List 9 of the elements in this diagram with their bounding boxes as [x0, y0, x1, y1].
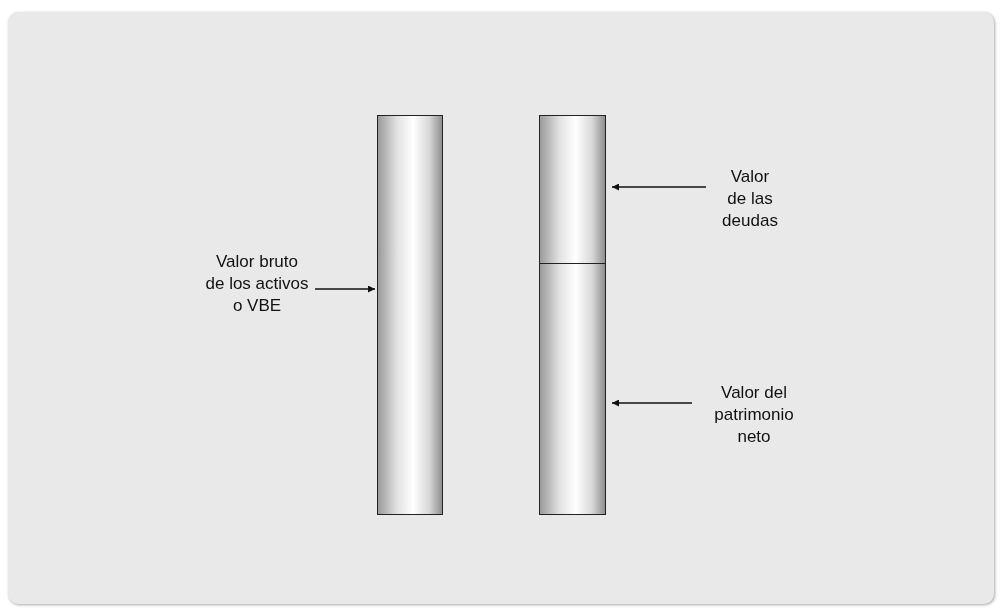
- column-bar: [377, 115, 443, 515]
- arrow: [611, 399, 693, 407]
- text-label: Valor de las deudas: [720, 166, 780, 232]
- column-bar: [539, 263, 606, 515]
- arrow: [314, 285, 376, 293]
- arrow: [611, 183, 707, 191]
- text-label: Valor bruto de los activos o VBE: [205, 251, 309, 317]
- text-label: Valor del patrimonio neto: [706, 382, 802, 448]
- column-bar: [539, 115, 606, 264]
